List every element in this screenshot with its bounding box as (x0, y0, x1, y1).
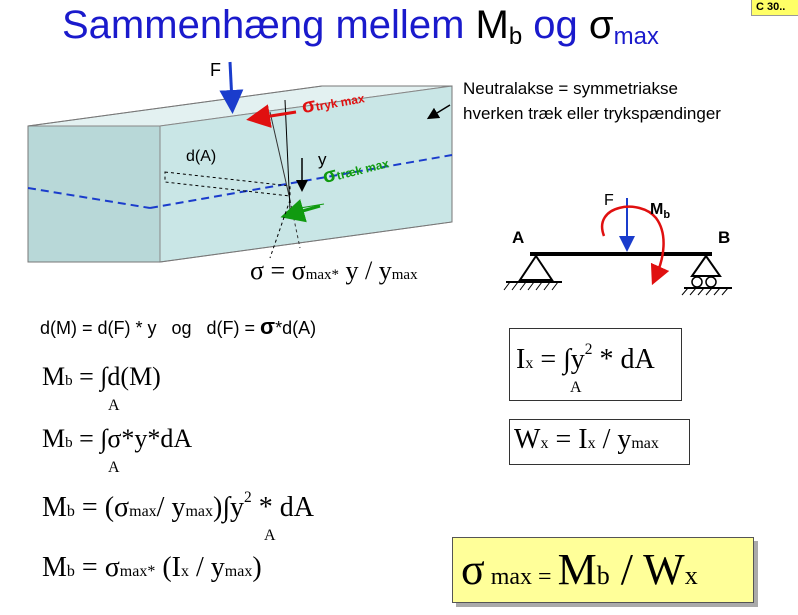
equation-mb-integral-dm: Mb = ∫d(M) (42, 362, 161, 391)
force-arrow (219, 61, 244, 114)
support-a-label: A (512, 228, 525, 247)
support-force-label: F (604, 192, 614, 209)
eq3-limit: A (264, 527, 276, 544)
pin-support-a (518, 254, 554, 281)
neutral-axis-pointer (426, 104, 451, 120)
section-modulus-box: Wx = Ix / ymax (509, 419, 690, 465)
force-label: F (210, 60, 221, 80)
slide-number-badge: C 30.. (751, 0, 798, 16)
moment-label: Mb (650, 201, 671, 222)
tension-arrow (280, 199, 321, 223)
dA-area (164, 171, 291, 197)
sigma-formula: σ = σmax* y / ymax (250, 256, 418, 285)
dA-label: d(A) (186, 148, 217, 165)
beam-end-face (27, 125, 161, 263)
equation-mb-integral-sigma: Mb = ∫σ*y*dA (42, 424, 193, 453)
ix-limit: A (570, 379, 582, 396)
compression-arrow (246, 104, 297, 128)
section-modulus-formula: Wx = Ix / ymax (514, 424, 659, 455)
moment-of-inertia-box: Ix = ∫y2 * dA A (509, 328, 682, 401)
final-stress-formula-box: σ max = Mb / Wx (452, 537, 754, 603)
moment-arc (600, 205, 670, 286)
eq1-limit: A (108, 397, 120, 414)
slide-title: Sammenhæng mellem Mb og σmax (62, 3, 659, 50)
neutral-axis-end (27, 187, 151, 209)
y-label: y (318, 150, 327, 169)
roller-support-b (690, 254, 722, 277)
moment-of-inertia-formula: Ix = ∫y2 * dA (516, 341, 655, 375)
eq2-limit: A (108, 459, 120, 476)
equation-mb-sigma-max: Mb = (σmax/ ymax)∫y2 * dA (42, 489, 314, 523)
equation-mb-ix: Mb = σmax* (Ix / ymax) (42, 552, 262, 583)
support-b-label: B (718, 228, 731, 247)
differential-relation: d(M) = d(F) * y og d(F) = σ*d(A) (40, 314, 317, 339)
final-stress-formula: σ max = Mb / Wx (461, 545, 698, 594)
